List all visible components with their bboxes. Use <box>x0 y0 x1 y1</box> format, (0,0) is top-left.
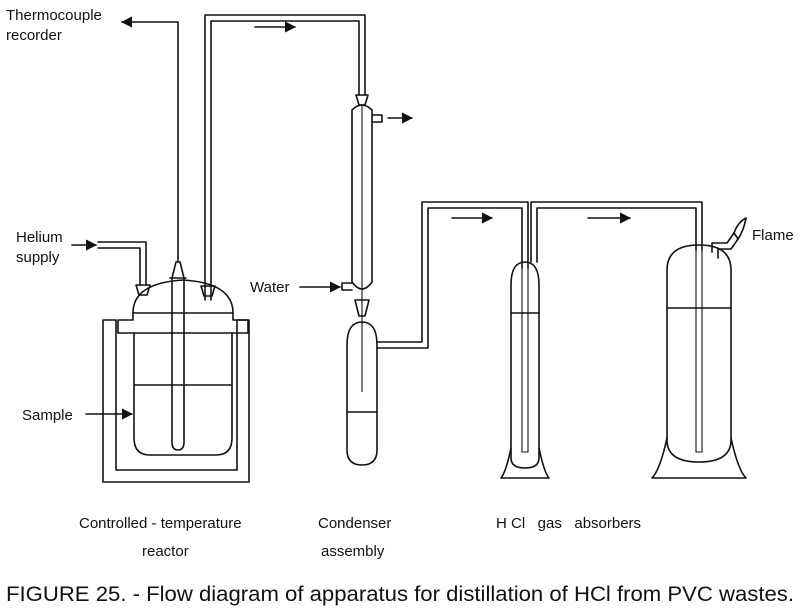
label-reactor-line1: Controlled - temperature <box>79 515 242 532</box>
label-sample: Sample <box>22 407 73 424</box>
water-inlet <box>341 282 353 291</box>
condenser-jacket <box>351 104 373 290</box>
absorber-2-body <box>666 244 732 463</box>
absorber-1-body <box>510 261 540 469</box>
label-reactor-line2: reactor <box>142 543 189 560</box>
label-absorbers: H Cl gas absorbers <box>496 515 641 532</box>
label-assembly: assembly <box>321 543 385 560</box>
condenser-assembly <box>299 94 529 466</box>
absorber-1 <box>500 201 703 479</box>
reactor-lid <box>132 279 234 314</box>
label-recorder: recorder <box>6 27 62 44</box>
reactor-flask <box>133 332 233 456</box>
label-condenser: Condenser <box>318 515 391 532</box>
reactor-bath <box>102 319 250 483</box>
absorber-1-base <box>500 447 550 479</box>
figure-caption: FIGURE 25. - Flow diagram of apparatus f… <box>6 583 794 606</box>
reactor <box>97 14 366 483</box>
absorber-2-base <box>651 437 747 479</box>
flame-outlet <box>711 232 739 259</box>
label-helium: Helium <box>16 229 63 246</box>
condenser-side-arm <box>376 201 529 349</box>
reactor-outlet-port <box>204 14 366 301</box>
water-outlet <box>371 114 383 123</box>
label-flame: Flame <box>752 227 794 244</box>
reactor-flange <box>117 312 249 334</box>
helium-inlet-port <box>97 241 147 286</box>
condenser-receiver <box>346 321 378 466</box>
label-thermocouple: Thermocouple <box>6 7 102 24</box>
label-supply: supply <box>16 249 60 266</box>
flame-icon <box>733 217 747 240</box>
label-water: Water <box>250 279 289 296</box>
absorber-2 <box>651 217 747 479</box>
thermocouple-well <box>171 261 185 451</box>
absorber-1-outlet <box>530 201 703 263</box>
